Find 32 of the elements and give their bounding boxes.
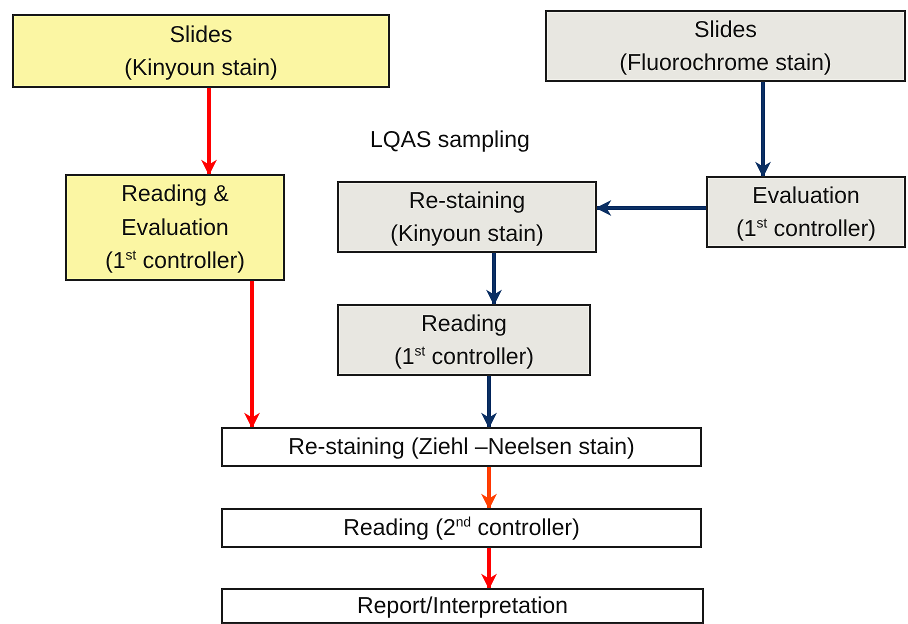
step-text: (1$^{st}$ controller) (394, 342, 534, 371)
process-box (337, 181, 597, 253)
arrow (481, 467, 497, 510)
arrow (244, 281, 260, 429)
step-text: Re-staining (Ziehl –Neelsen stain) (288, 432, 635, 462)
process-box (12, 14, 390, 88)
process-box (337, 304, 591, 376)
step-text: (Kinyoun stain) (124, 53, 278, 82)
step-text: (Fluorochrome stain) (619, 48, 832, 77)
process-box (706, 176, 906, 248)
arrow (201, 88, 217, 176)
step-text: (Kinyoun stain) (390, 219, 544, 248)
process-box (221, 508, 702, 548)
arrow (486, 253, 502, 306)
arrow (481, 376, 497, 429)
note-text: LQAS sampling (370, 126, 530, 153)
arrow (595, 200, 706, 216)
step-text: (1$^{st}$ controller) (105, 246, 245, 276)
process-box (545, 10, 906, 82)
step-text: Reading (2$^{nd}$ controller) (343, 513, 580, 542)
step-text: Slides (694, 14, 757, 44)
step-text: Reading (421, 308, 507, 338)
step-text: Re-staining (408, 186, 526, 215)
process-box (221, 427, 702, 467)
step-text: Report/Interpretation (357, 591, 568, 620)
step-text: (1$^{st}$ controller) (736, 214, 876, 243)
process-box (65, 174, 285, 281)
step-text: Evaluation (752, 180, 860, 210)
arrow (755, 82, 771, 178)
process-box (221, 588, 704, 624)
arrow (481, 548, 497, 590)
step-text: Slides (170, 20, 232, 49)
